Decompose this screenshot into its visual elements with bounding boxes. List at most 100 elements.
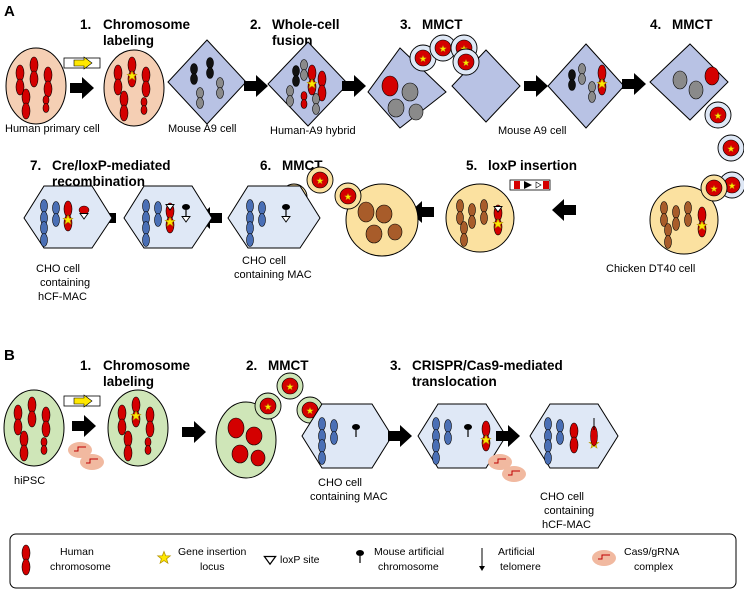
svg-text:Gene insertion: Gene insertion	[178, 546, 246, 558]
cho-cell-crispr	[417, 403, 507, 469]
step-b2-label: 2. MMCT	[246, 358, 309, 373]
legend-telomere: Artificial telomere	[479, 546, 541, 573]
svg-text:CHO cell: CHO cell	[242, 255, 286, 267]
svg-text:CHO cell: CHO cell	[540, 491, 584, 503]
caption-mouse-a9-2: Mouse A9 cell	[498, 125, 566, 137]
mouse-a9-cell-2	[547, 43, 625, 129]
mouse-a9-cell-1	[167, 39, 247, 125]
loxp-plasmid	[509, 179, 551, 191]
svg-text:Cas9/gRNA: Cas9/gRNA	[624, 546, 679, 558]
step-a4-label: 4. MMCT	[650, 17, 713, 32]
step-a2-label: 2. Whole-cell fusion	[250, 17, 340, 48]
svg-text:Whole-cell: Whole-cell	[272, 17, 340, 32]
svg-text:3.: 3.	[390, 358, 401, 373]
mouse-a9-recipient	[451, 49, 521, 123]
legend-box	[9, 533, 737, 589]
svg-text:CHO cell: CHO cell	[318, 477, 362, 489]
legend-human-chromosome: Human chromosome	[21, 544, 111, 576]
caption-cho-mac-b: CHO cell containing MAC	[310, 477, 388, 503]
arrow-b3	[388, 425, 412, 447]
arrow-b2	[182, 421, 206, 443]
step-a5-label: 5. loxP insertion	[466, 158, 577, 173]
cas9-complex-b1b	[79, 453, 105, 471]
cho-cell-mac-a	[227, 185, 321, 249]
labeling-plasmid	[63, 56, 101, 70]
svg-text:MMCT: MMCT	[422, 17, 463, 32]
svg-text:locus: locus	[200, 561, 225, 573]
arrow-a2	[244, 75, 268, 97]
cho-cell-intermediate	[123, 185, 213, 249]
svg-text:6.: 6.	[260, 158, 271, 173]
panel-a-label: A	[4, 3, 15, 20]
svg-text:MMCT: MMCT	[672, 17, 713, 32]
arrow-a3	[342, 75, 366, 97]
step-b1-label: 1. Chromosome labeling	[80, 358, 191, 389]
caption-cho-hcf-b: CHO cell containing hCF-MAC	[540, 491, 594, 531]
svg-text:4.: 4.	[650, 17, 661, 32]
svg-text:Chromosome: Chromosome	[103, 358, 191, 373]
labeling-plasmid-b	[63, 394, 101, 408]
svg-text:complex: complex	[634, 561, 674, 573]
svg-text:1.: 1.	[80, 17, 91, 32]
dt40-cell	[649, 175, 727, 255]
svg-text:recombination: recombination	[52, 174, 145, 189]
arrow-a6	[552, 199, 576, 221]
hipsc-cell	[3, 389, 65, 467]
hipsc-mmct-donor	[215, 373, 323, 479]
svg-text:7.: 7.	[30, 158, 41, 173]
human-a9-hybrid	[267, 41, 349, 127]
mmct-a9-donor	[649, 43, 729, 121]
human-primary-cell	[5, 47, 67, 125]
svg-text:containing: containing	[40, 277, 90, 289]
svg-text:hCF-MAC: hCF-MAC	[542, 519, 591, 531]
svg-text:telomere: telomere	[500, 561, 541, 573]
step-a1-label: 1. Chromosome labeling	[80, 17, 191, 48]
cas9-complex-b3b	[501, 465, 527, 483]
panel-b-label: B	[4, 347, 15, 364]
svg-text:chromosome: chromosome	[378, 561, 439, 573]
svg-text:2.: 2.	[250, 17, 261, 32]
svg-text:3.: 3.	[400, 17, 411, 32]
dt40-loxp-cell	[445, 183, 515, 253]
svg-text:MMCT: MMCT	[268, 358, 309, 373]
svg-text:5.: 5.	[466, 158, 477, 173]
caption-cho-hcf-a: CHO cell containing hCF-MAC	[36, 263, 90, 303]
svg-text:CRISPR/Cas9-mediated: CRISPR/Cas9-mediated	[412, 358, 563, 373]
legend-gene-insertion: Gene insertion locus	[157, 546, 246, 573]
svg-text:hCF-MAC: hCF-MAC	[38, 291, 87, 303]
legend-cas9: Cas9/gRNA complex	[591, 546, 679, 573]
svg-text:loxP insertion: loxP insertion	[488, 158, 577, 173]
caption-human-primary: Human primary cell	[5, 123, 100, 135]
svg-text:Artificial: Artificial	[498, 546, 535, 558]
svg-text:containing: containing	[544, 505, 594, 517]
svg-text:Human: Human	[60, 546, 94, 558]
step-a3-label: 3. MMCT	[400, 17, 463, 32]
mmct-donor-cell	[367, 35, 477, 129]
svg-text:containing MAC: containing MAC	[310, 491, 388, 503]
svg-text:Cre/loxP-mediated: Cre/loxP-mediated	[52, 158, 171, 173]
step-a7-label: 7. Cre/loxP-mediated recombination	[30, 158, 171, 189]
svg-text:labeling: labeling	[103, 33, 154, 48]
svg-text:containing MAC: containing MAC	[234, 269, 312, 281]
caption-cho-mac-a: CHO cell containing MAC	[234, 255, 312, 281]
legend-loxp: loxP site	[263, 554, 320, 566]
caption-dt40: Chicken DT40 cell	[606, 263, 695, 275]
svg-text:CHO cell: CHO cell	[36, 263, 80, 275]
arrow-a5	[622, 73, 646, 95]
svg-text:fusion: fusion	[272, 33, 313, 48]
arrow-b1	[72, 415, 96, 437]
labeled-human-cell	[103, 49, 165, 127]
arrow-a1	[70, 77, 94, 99]
cho-cell-mac-b	[301, 403, 393, 469]
svg-text:loxP site: loxP site	[280, 554, 320, 566]
arrow-a4	[524, 75, 548, 97]
svg-text:2.: 2.	[246, 358, 257, 373]
svg-text:Chromosome: Chromosome	[103, 17, 191, 32]
caption-mouse-a9-1: Mouse A9 cell	[168, 123, 236, 135]
legend-mac: Mouse artificial chromosome	[355, 546, 444, 573]
svg-text:translocation: translocation	[412, 374, 497, 389]
labeled-hipsc-cell	[107, 389, 169, 467]
step-b3-label: 3. CRISPR/Cas9-mediated translocation	[390, 358, 563, 389]
svg-text:chromosome: chromosome	[50, 561, 111, 573]
